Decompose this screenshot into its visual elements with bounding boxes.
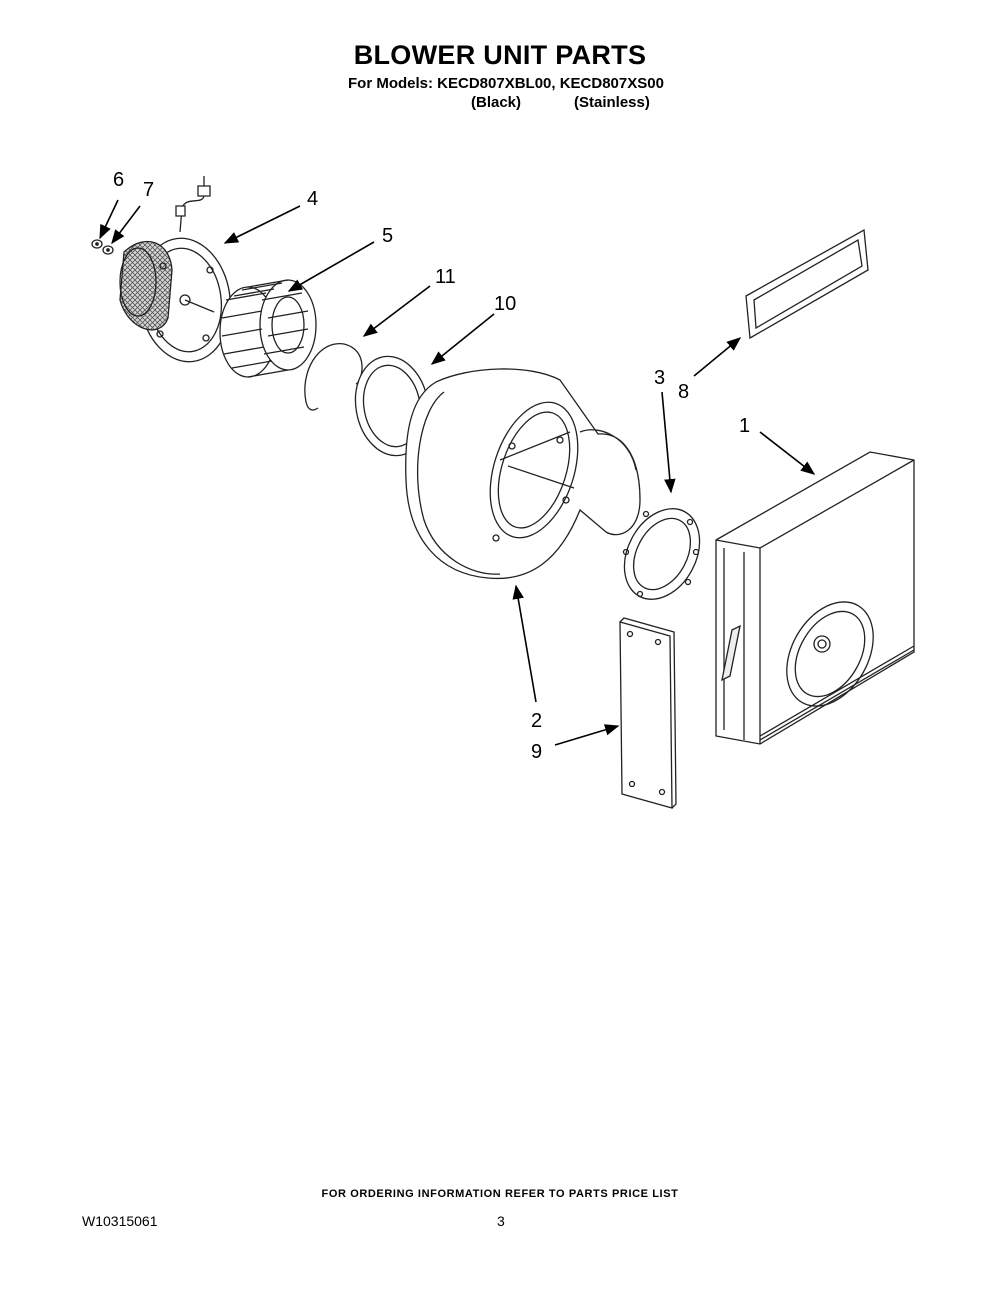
callout-10: 10 (494, 293, 516, 315)
leader-line-8 (693, 337, 742, 377)
callout-4: 4 (307, 188, 318, 210)
filter-panel-part-8 (745, 228, 869, 340)
housing-box-part-1 (715, 451, 915, 745)
document-number: W10315061 (82, 1213, 158, 1229)
retaining-clip-part-11 (304, 343, 363, 411)
page-title: BLOWER UNIT PARTS (353, 40, 647, 70)
leader-line-5 (287, 241, 375, 292)
blower-housing-part-2 (405, 368, 641, 580)
leader-line-7 (111, 205, 141, 245)
leader-line-2 (512, 584, 537, 703)
gasket-part-3 (622, 508, 701, 600)
variant-black: (Black) (471, 94, 522, 111)
leader-line-3 (661, 391, 676, 494)
washer-part-6 (91, 239, 103, 249)
ordering-note: FOR ORDERING INFORMATION REFER TO PARTS … (321, 1188, 679, 1200)
cover-plate-part-9 (619, 617, 677, 809)
callout-8: 8 (678, 381, 689, 403)
leader-line-6 (99, 199, 119, 240)
variant-stainless: (Stainless) (574, 94, 650, 111)
callout-9: 9 (531, 741, 542, 763)
leader-line-4 (223, 205, 301, 244)
callout-5: 5 (382, 225, 393, 247)
callout-11: 11 (435, 266, 456, 288)
motor-part-4 (119, 176, 232, 363)
leader-line-10 (430, 313, 495, 365)
leader-line-9 (554, 724, 620, 746)
callout-6: 6 (113, 169, 124, 191)
leader-line-1 (759, 431, 816, 475)
leader-line-11 (362, 285, 431, 337)
callout-1: 1 (739, 415, 750, 437)
callout-2: 2 (531, 710, 542, 732)
callout-3: 3 (654, 367, 665, 389)
models-line: For Models: KECD807XBL00, KECD807XS00 (348, 75, 664, 92)
callout-7: 7 (143, 179, 154, 201)
page-number: 3 (497, 1213, 505, 1229)
washer-part-7 (102, 245, 114, 255)
blower-wheel-part-5 (219, 279, 317, 378)
